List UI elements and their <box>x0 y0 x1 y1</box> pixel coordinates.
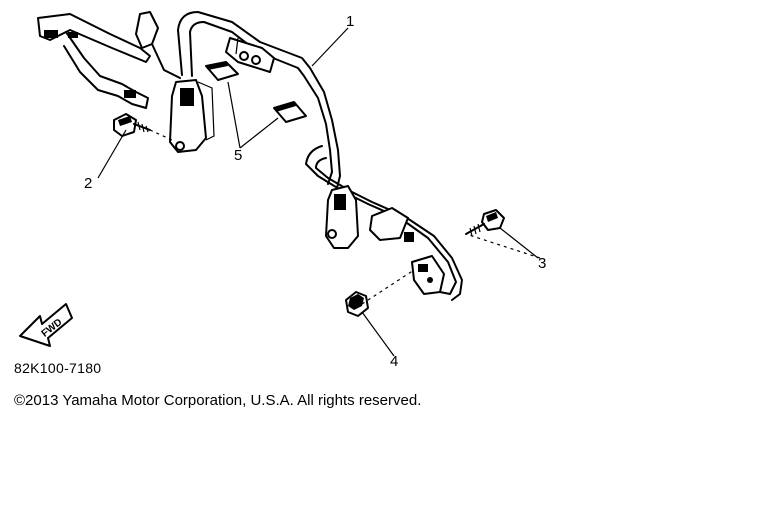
left-mount-plate <box>169 79 215 153</box>
right-mount-plate <box>325 185 359 249</box>
rubber-pad-upper <box>205 61 239 81</box>
bolt-right <box>465 209 505 237</box>
lower-clamp-block <box>369 207 414 242</box>
leader-lines <box>97 27 541 357</box>
part-code: 82K100-7180 <box>14 360 102 376</box>
callout-3: 3 <box>538 255 546 272</box>
callout-2: 2 <box>84 175 92 192</box>
callout-4: 4 <box>390 353 398 370</box>
bolt-left <box>113 113 151 137</box>
rubber-pad-lower <box>273 101 307 123</box>
copyright-notice: ©2013 Yamaha Motor Corporation, U.S.A. A… <box>14 392 422 409</box>
fwd-arrow-icon: FWD <box>19 303 73 347</box>
nut <box>345 291 369 317</box>
lower-mount-tab <box>411 255 445 295</box>
callout-5: 5 <box>234 147 242 164</box>
callout-1: 1 <box>346 13 354 30</box>
main-bracket-bar <box>177 11 463 301</box>
left-bracket-arm <box>37 11 181 109</box>
